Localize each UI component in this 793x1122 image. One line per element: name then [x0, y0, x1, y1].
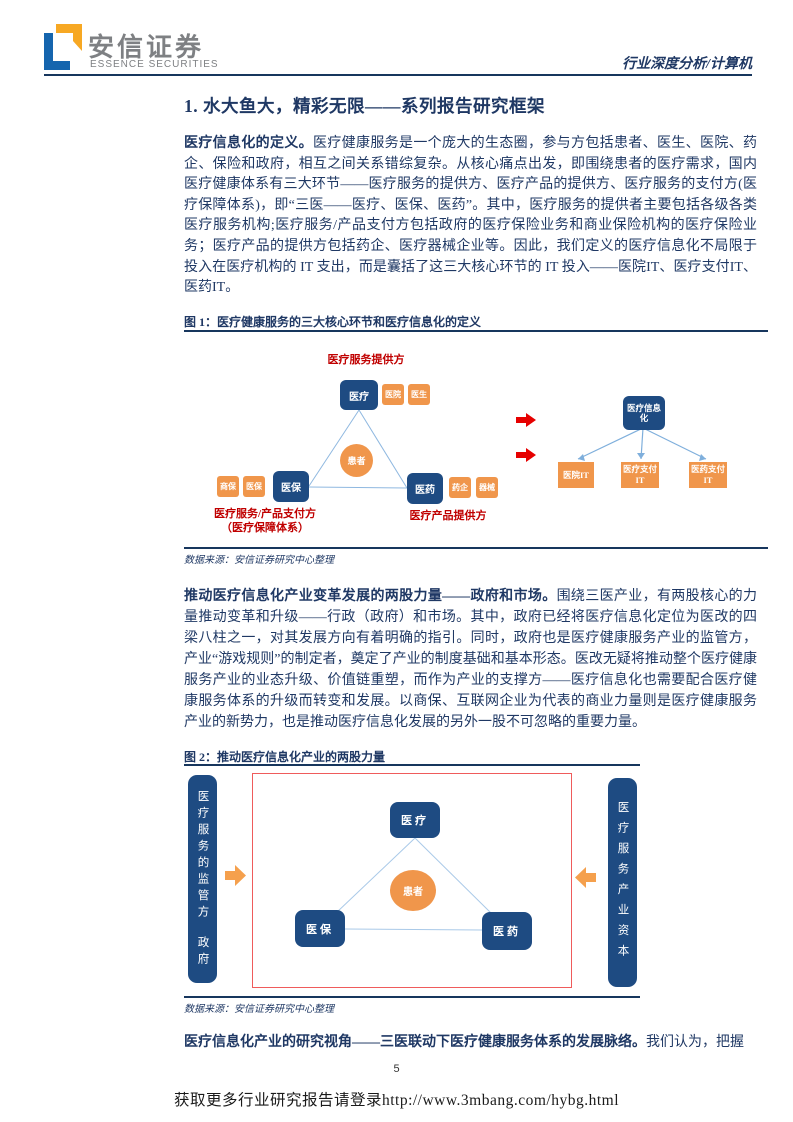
- orange-arrow-left-icon: [575, 867, 596, 893]
- figure1-source: 数据来源：安信证券研究中心整理: [184, 555, 334, 566]
- figure1-diagram: 医疗服务提供方 医疗 医院 医生 患者 商保 医保 医保 医药 药企 器械 医疗…: [184, 340, 768, 550]
- figure1-tag-shangbao: 商保: [217, 476, 239, 497]
- figure1-bottom-left-label-2: （医疗保障体系）: [221, 522, 309, 534]
- figure1-node-yibao: 医保: [273, 471, 309, 502]
- figure2-node-yibao: 医保: [295, 910, 345, 947]
- figure1-tag-qixie: 器械: [476, 477, 498, 498]
- figure1-node-yiliao: 医疗: [340, 380, 378, 410]
- figure2-right-bar-label: 医疗服务产业资本: [616, 800, 629, 965]
- figure1-bottom-rule: [184, 547, 768, 549]
- figure2-left-bar-line2: 政府: [196, 935, 209, 969]
- paragraph-2: 推动医疗信息化产业变革发展的两股力量——政府和市场。围绕三医产业，有两股核心的力…: [184, 586, 757, 733]
- figure2-connector-lines: [335, 837, 493, 931]
- figure1-top-label: 医疗服务提供方: [327, 354, 405, 366]
- figure1-itbox-hospital-it: 医院IT: [558, 462, 594, 488]
- paragraph-1-body: 医疗健康服务是一个庞大的生态圈，参与方包括患者、医生、医院、药企、保险和政府，相…: [184, 136, 757, 296]
- red-arrow-icon: [516, 448, 536, 467]
- brand-name-cn: 安信证券: [88, 32, 205, 62]
- figure2-left-bar-line1: 医疗服务的监管方: [196, 789, 209, 922]
- figure2-title: 图 2：推动医疗信息化产业的两股力量: [184, 750, 386, 764]
- figure2-red-frame: [252, 773, 572, 988]
- figure1-itbox-payment-it: 医疗支付IT: [621, 462, 659, 488]
- paragraph-1-lead: 医疗信息化的定义。: [184, 136, 313, 151]
- section-title: 1. 水大鱼大，精彩无限——系列报告研究框架: [184, 96, 545, 116]
- figure1-node-yiyao: 医药: [407, 473, 443, 504]
- figure1-itbox-pharma-it: 医药支付IT: [689, 462, 727, 488]
- paragraph-3: 医疗信息化产业的研究视角——三医联动下医疗健康服务体系的发展脉络。我们认为，把握: [184, 1033, 757, 1054]
- paragraph-2-lead: 推动医疗信息化产业变革发展的两股力量——政府和市场。: [184, 589, 557, 604]
- report-type-label: 行业深度分析/计算机: [622, 57, 752, 72]
- figure2-title-underline: [184, 764, 640, 766]
- figure1-bottom-left-label-1: 医疗服务/产品支付方: [213, 508, 317, 520]
- figure1-bottom-right-label: 医疗产品提供方: [409, 510, 487, 522]
- paragraph-3-body: 我们认为，把握: [646, 1035, 744, 1050]
- footer-promo-link[interactable]: 获取更多行业研究报告请登录http://www.3mbang.com/hybg.…: [173, 1092, 620, 1109]
- brand-name-en: ESSENCE SECURITIES: [90, 59, 219, 70]
- figure1-node-patient: 患者: [340, 444, 373, 477]
- figure1-tag-yaoqi: 药企: [449, 477, 471, 498]
- figure2-right-bar: 医疗服务产业资本: [608, 778, 637, 987]
- figure1-connector-lines: [308, 409, 707, 489]
- figure1-title-underline: [184, 330, 768, 332]
- figure1-tag-hospital: 医院: [382, 384, 404, 405]
- paragraph-3-lead: 医疗信息化产业的研究视角——三医联动下医疗健康服务体系的发展脉络。: [184, 1035, 646, 1050]
- red-arrow-icon: [516, 413, 536, 432]
- figure1-tag-doctor: 医生: [408, 384, 430, 405]
- figure2-node-patient: 患者: [390, 870, 436, 911]
- figure1-tag-yibao: 医保: [243, 476, 265, 497]
- header-rule: [44, 74, 752, 76]
- figure1-node-hit: 医疗信息化: [623, 396, 665, 430]
- figure2-node-yiyao: 医药: [482, 912, 532, 950]
- paragraph-2-body: 围绕三医产业，有两股核心的力量推动变革和升级——行政（政府）和市场。其中，政府已…: [184, 589, 758, 730]
- figure2-diagram: 医疗服务的监管方 政府 医疗 患者 医保 医药 医疗服务产业资本: [184, 770, 640, 988]
- figure2-node-yiliao: 医疗: [390, 802, 440, 838]
- page-number: 5: [393, 1063, 400, 1075]
- essence-securities-logo-icon: [44, 24, 82, 70]
- orange-arrow-right-icon: [225, 865, 246, 891]
- figure2-bottom-rule: [184, 996, 640, 998]
- figure2-left-bar: 医疗服务的监管方 政府: [188, 775, 217, 983]
- paragraph-1: 医疗信息化的定义。医疗健康服务是一个庞大的生态圈，参与方包括患者、医生、医院、药…: [184, 134, 757, 299]
- figure2-source: 数据来源：安信证券研究中心整理: [184, 1004, 334, 1015]
- figure1-title: 图 1：医疗健康服务的三大核心环节和医疗信息化的定义: [184, 315, 482, 329]
